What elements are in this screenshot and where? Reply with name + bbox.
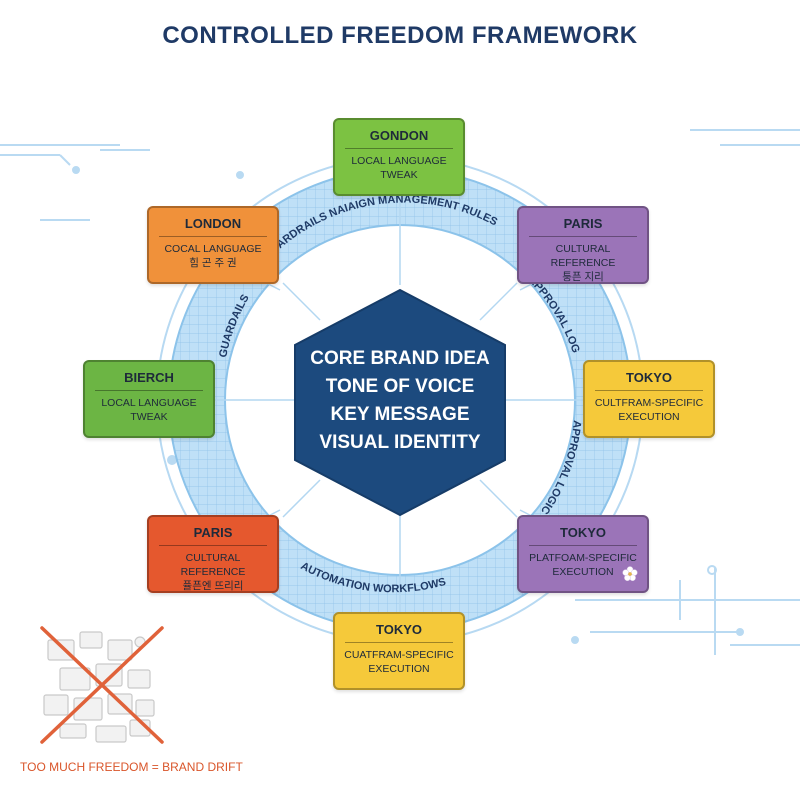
card-city: PARIS	[529, 216, 637, 237]
brand-drift-warning: TOO MUCH FREEDOM = BRAND DRIFT	[20, 760, 243, 774]
card-desc: 퓰픈엔 뜨리리	[182, 580, 244, 592]
flower-icon	[622, 566, 638, 582]
core-hexagon	[294, 288, 506, 517]
card-desc: 퉁픈 지리	[562, 271, 604, 283]
core-line: KEY MESSAGE	[330, 404, 470, 425]
core-brand-text: CORE BRAND IDEA TONE OF VOICE KEY MESSAG…	[288, 345, 512, 457]
card-top-left: LONDON COCAL LANGUAGE 힘 곤 주 권	[147, 206, 279, 284]
card-city: LONDON	[159, 216, 267, 237]
card-city: GONDON	[345, 128, 453, 149]
card-desc: TWEAK	[130, 411, 168, 423]
card-left: BIERCH LOCAL LANGUAGE TWEAK	[83, 360, 215, 438]
card-desc: EXECUTION	[618, 411, 680, 423]
card-desc: 힘 곤 주 권	[189, 257, 237, 269]
card-desc: EXECUTION	[368, 663, 430, 675]
card-city: BIERCH	[95, 370, 203, 391]
core-line: TONE OF VOICE	[325, 376, 475, 397]
core-line: CORE BRAND IDEA	[310, 348, 490, 369]
card-desc: PLATFOAM-SPECIFIC	[529, 552, 637, 564]
card-city: TOKYO	[595, 370, 703, 391]
card-city: TOKYO	[345, 622, 453, 643]
card-desc: EXECUTION	[552, 566, 614, 578]
card-city: PARIS	[159, 525, 267, 546]
card-desc: CUATFRAM-SPECIFIC	[344, 649, 454, 661]
card-desc: CULTURAL REFERENCE	[550, 243, 616, 269]
page-title: CONTROLLED FREEDOM FRAMEWORK	[162, 22, 638, 49]
card-right: TOKYO CULTFRAM-SPECIFIC EXECUTION	[583, 360, 715, 438]
card-top-right: PARIS CULTURAL REFERENCE 퉁픈 지리	[517, 206, 649, 284]
card-desc: LOCAL LANGUAGE	[101, 397, 197, 409]
card-desc: COCAL LANGUAGE	[164, 243, 262, 255]
cross-mark	[40, 626, 164, 744]
core-line: VISUAL IDENTITY	[319, 432, 481, 453]
card-bottom: TOKYO CUATFRAM-SPECIFIC EXECUTION	[333, 612, 465, 690]
circuit-lines	[0, 129, 800, 655]
card-desc: CULTURAL REFERENCE	[180, 552, 246, 578]
card-top: GONDON LOCAL LANGUAGE TWEAK	[333, 118, 465, 196]
card-city: TOKYO	[529, 525, 637, 546]
card-desc: TWEAK	[380, 169, 418, 181]
card-desc: LOCAL LANGUAGE	[351, 155, 447, 167]
card-bottom-left: PARIS CULTURAL REFERENCE 퓰픈엔 뜨리리	[147, 515, 279, 593]
card-desc: CULTFRAM-SPECIFIC	[594, 397, 704, 409]
